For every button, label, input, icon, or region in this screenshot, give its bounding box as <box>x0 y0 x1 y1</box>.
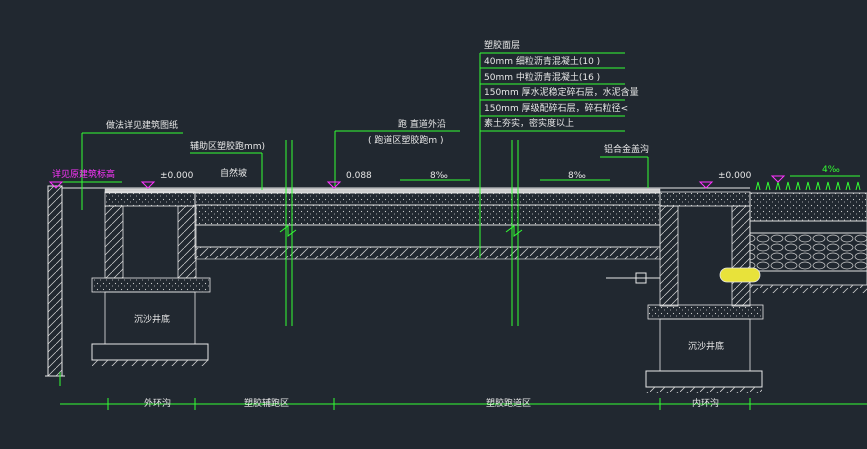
left-wall <box>45 185 65 377</box>
zone-runway: 塑胶跑道区 <box>486 397 531 409</box>
elevation-right: ±0.000 <box>718 171 752 181</box>
slope-2: 8‰ <box>568 171 586 181</box>
well-right: 沉沙井底 <box>688 340 724 352</box>
elevation-mid: 0.088 <box>346 171 372 181</box>
slope-3: 4‰ <box>822 165 840 175</box>
drain-pipe <box>719 267 761 283</box>
layer-4: 150mm 厚级配碎石层，碎石粒径< <box>484 102 628 114</box>
elevation-left: ±0.000 <box>160 171 194 181</box>
layer-2: 50mm 中粒沥青混凝土(16 ) <box>484 71 600 83</box>
leader-lines <box>50 52 867 410</box>
zone-outer-ditch: 外环沟 <box>144 397 171 409</box>
layer-5: 素土夯实，密实度以上 <box>484 117 574 129</box>
lawn-section <box>719 181 867 293</box>
hatch-note: 辅助区塑胶跑mm) <box>190 140 265 152</box>
pavement-layers <box>62 187 750 260</box>
straight-outer-line: 跑 直道外沿 <box>398 118 446 130</box>
break-lines <box>279 140 523 326</box>
labels: 塑胶面层 40mm 细粒沥青混凝土(10 ) 50mm 中粒沥青混凝土(16 )… <box>52 39 840 409</box>
runway-thickness: ( 跑道区塑胶跑m ) <box>368 134 444 146</box>
layer-1: 40mm 细粒沥青混凝土(10 ) <box>484 55 600 67</box>
left-ditch <box>91 191 211 366</box>
zone-inner-ditch: 内环沟 <box>692 397 719 409</box>
natural-slope: 自然坡 <box>220 167 247 179</box>
aluminum-ditch: 铝合金盖沟 <box>604 143 649 155</box>
slope-1: 8‰ <box>430 171 448 181</box>
architecture-note: 做法详见建筑图纸 <box>106 119 178 131</box>
grass-icon <box>755 181 861 191</box>
elevation-markers <box>48 175 786 189</box>
layer-3: 150mm 厚水泥稳定碎石层，水泥含量 <box>484 86 639 98</box>
right-ditch <box>645 191 764 393</box>
building-elevation: 详见原建筑标高 <box>52 168 115 180</box>
zone-aux: 塑胶辅跑区 <box>244 397 289 409</box>
layer-title: 塑胶面层 <box>484 39 520 51</box>
well-left: 沉沙井底 <box>134 313 170 325</box>
